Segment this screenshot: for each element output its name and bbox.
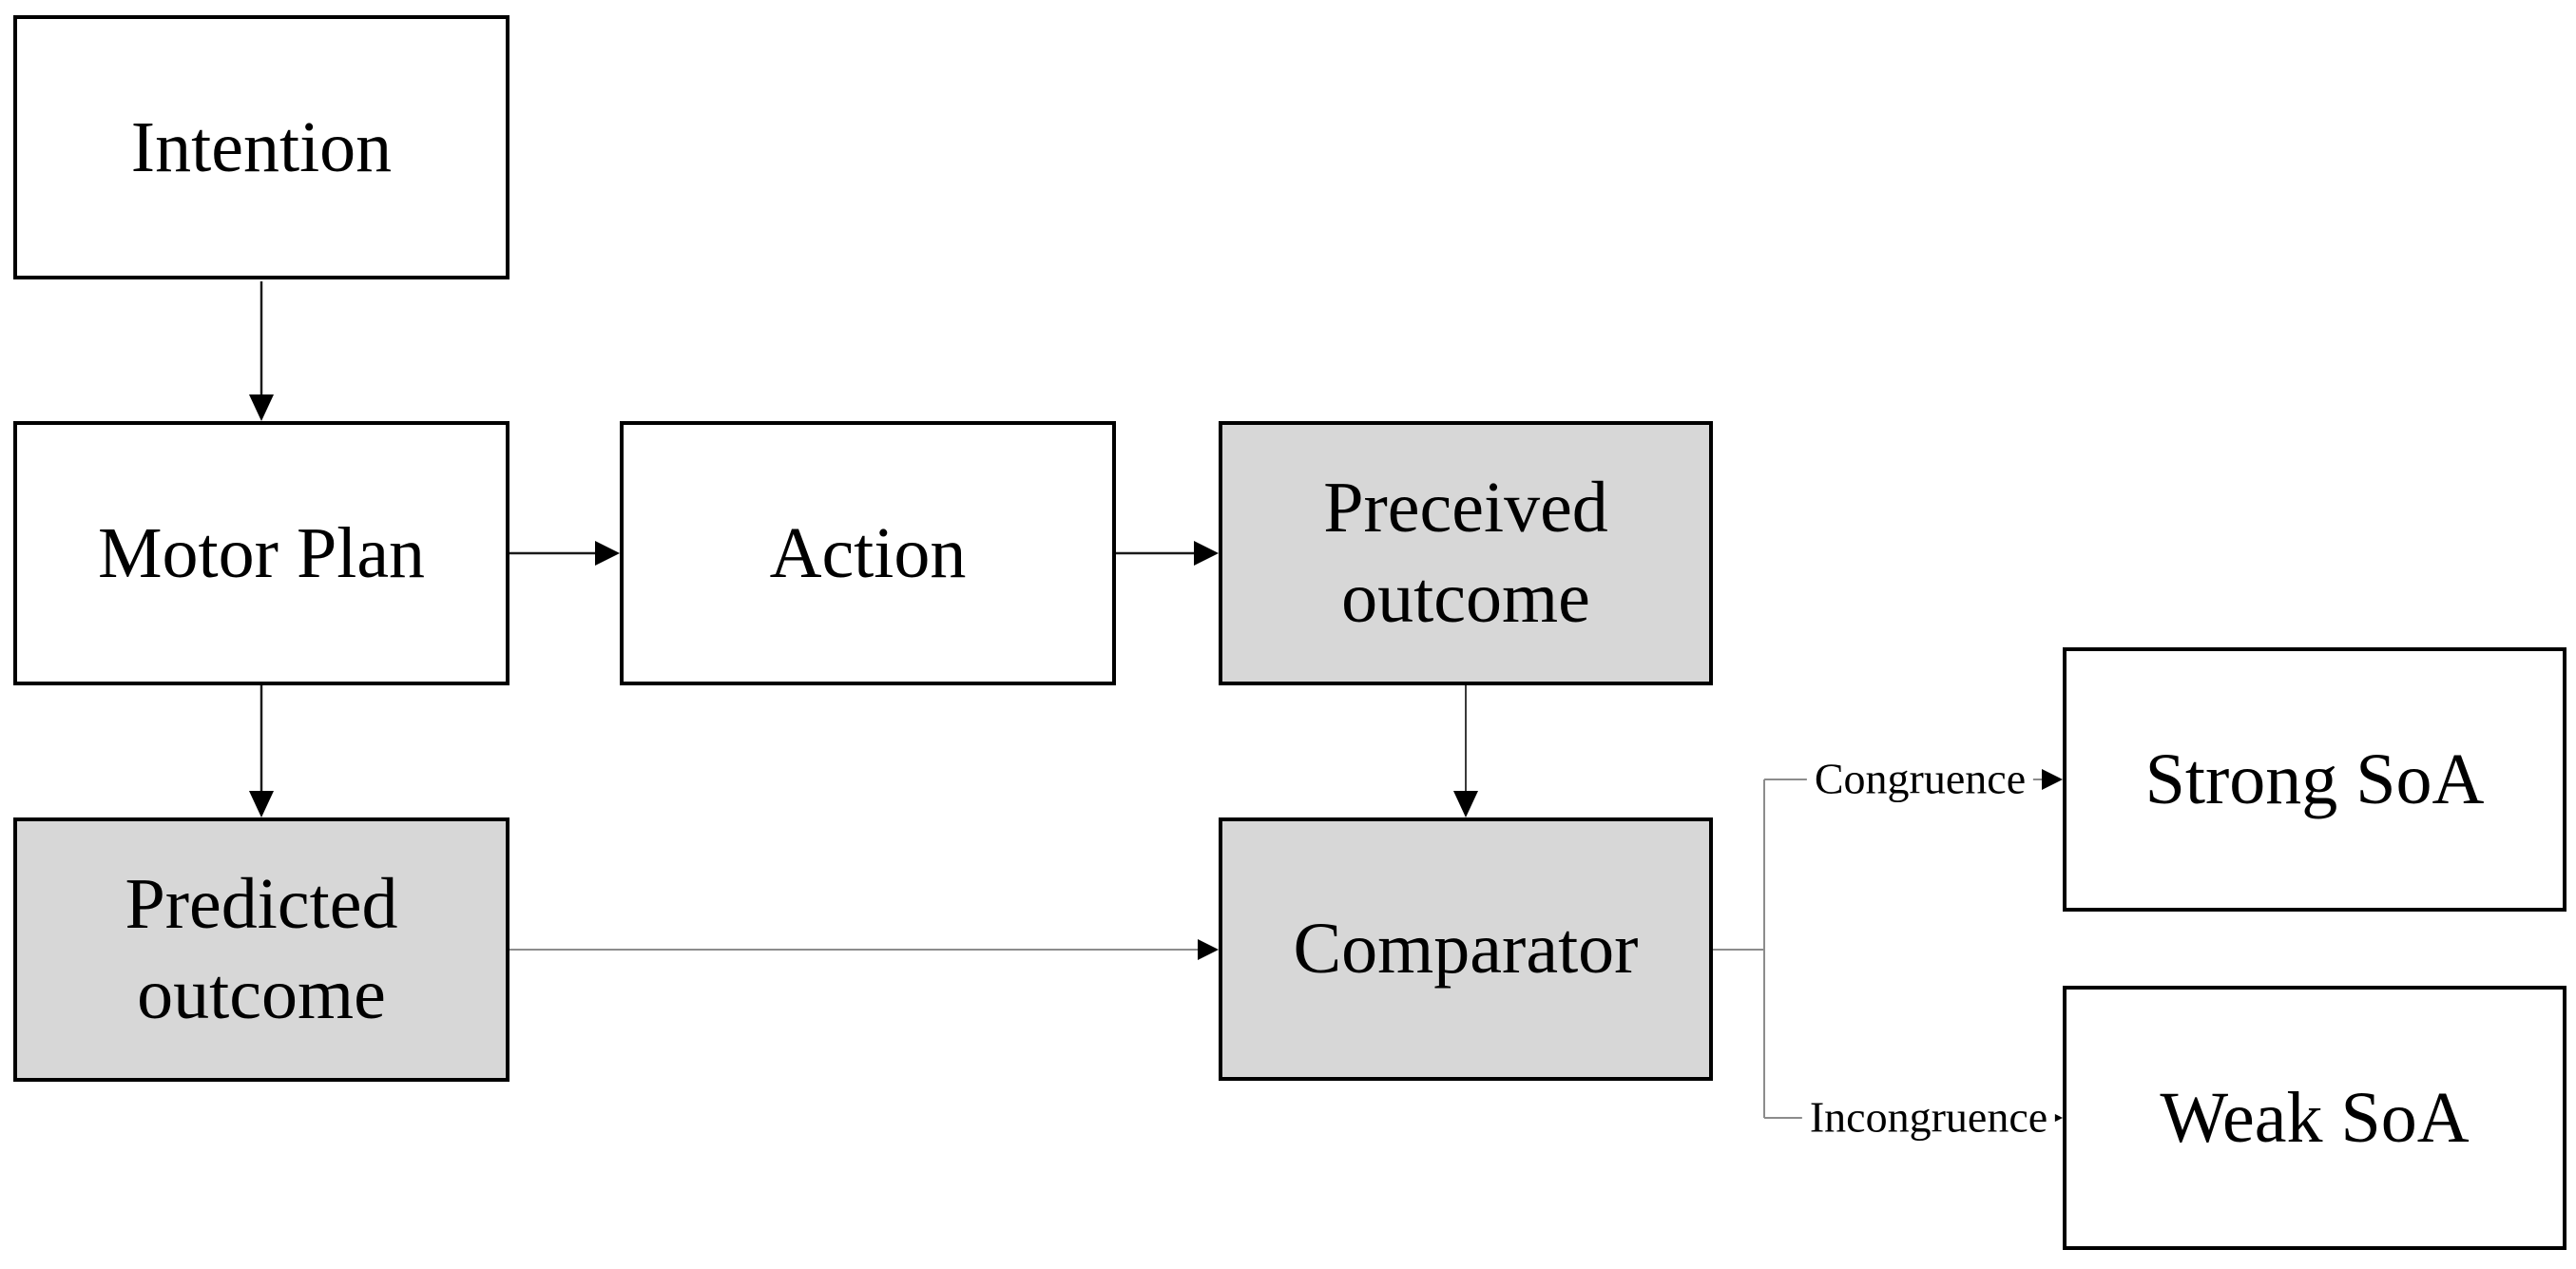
node-strong-soa: Strong SoA [2063, 647, 2566, 912]
node-predicted-outcome: Predicted outcome [13, 817, 509, 1082]
node-action: Action [620, 421, 1116, 685]
branch-connector-comparator [1713, 779, 1765, 1118]
node-weak-soa: Weak SoA [2063, 986, 2566, 1250]
node-motor-plan: Motor Plan [13, 421, 509, 685]
node-strong-soa-label: Strong SoA [2144, 739, 2485, 819]
node-comparator-label: Comparator [1293, 909, 1639, 989]
arrow-perceived-outcome-to-comparator [1453, 685, 1478, 817]
arrow-intention-to-motor-plan [249, 281, 274, 421]
node-comparator: Comparator [1219, 817, 1713, 1081]
arrow-motor-plan-to-predicted-outcome [249, 685, 274, 817]
arrow-motor-plan-to-action [509, 541, 620, 566]
node-weak-soa-label: Weak SoA [2160, 1077, 2470, 1158]
node-intention-label: Intention [130, 106, 393, 187]
edge-label-incongruence: Incongruence [1801, 1093, 2056, 1143]
arrow-predicted-outcome-to-comparator [509, 939, 1219, 960]
node-perceived-outcome-label: Preceived outcome [1323, 468, 1608, 638]
node-motor-plan-label: Motor Plan [97, 512, 426, 593]
arrow-action-to-perceived-outcome [1116, 541, 1219, 566]
edge-label-congruence: Congruence [1806, 755, 2034, 804]
node-perceived-outcome: Preceived outcome [1219, 421, 1713, 685]
node-intention: Intention [13, 15, 509, 279]
node-predicted-outcome-label: Predicted outcome [125, 864, 398, 1034]
node-action-label: Action [769, 512, 967, 593]
